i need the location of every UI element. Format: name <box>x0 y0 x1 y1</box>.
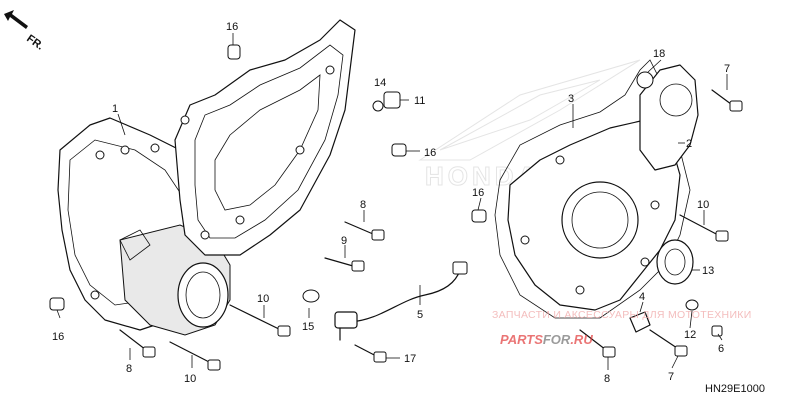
oil-seal <box>656 239 694 285</box>
callout-7: 7 <box>668 371 674 383</box>
callout-11: 11 <box>414 95 425 107</box>
flange-bolt-10-left <box>229 304 291 337</box>
callout-16: 16 <box>226 21 238 33</box>
callout-16: 16 <box>52 331 64 343</box>
dowel-pin-mid <box>391 143 407 157</box>
diagram-code: HN29E1000 <box>705 383 765 395</box>
bolt-17 <box>354 344 387 363</box>
callout-7: 7 <box>724 63 730 75</box>
watermark-line1: ЗАПЧАСТИ И АКСЕССУАРЫ ДЛЯ МОТОТЕХНИКИ <box>492 309 752 321</box>
callout-9: 9 <box>341 235 347 247</box>
callout-14: 14 <box>374 77 386 89</box>
watermark-logo-b: FOR <box>543 332 571 347</box>
flange-bolt-8-right <box>579 329 616 358</box>
callout-10: 10 <box>184 373 196 385</box>
direction-label: FR. <box>24 33 45 53</box>
callout-16: 16 <box>424 147 436 159</box>
callout-12: 12 <box>684 329 696 341</box>
callout-13: 13 <box>702 265 714 277</box>
clutch-cover-gasket <box>174 19 356 256</box>
callout-6: 6 <box>718 343 724 355</box>
wire-clip <box>629 311 651 333</box>
callout-10: 10 <box>257 293 269 305</box>
callout-15: 15 <box>302 321 314 333</box>
callout-16: 16 <box>472 187 484 199</box>
callout-17: 17 <box>404 353 416 365</box>
callout-3: 3 <box>568 93 574 105</box>
flange-bolt-10-right <box>679 214 729 242</box>
callout-5: 5 <box>417 309 423 321</box>
callout-8: 8 <box>360 199 366 211</box>
callout-labels: 1 16 14 11 16 8 9 10 15 5 17 16 8 10 18 … <box>52 21 730 385</box>
callout-8: 8 <box>126 363 132 375</box>
watermark-logo-a: PARTS <box>500 332 543 347</box>
front-direction-arrow: FR. <box>4 10 46 53</box>
callout-8: 8 <box>604 373 610 385</box>
o-ring <box>302 289 320 303</box>
leader-lines <box>56 33 728 370</box>
flange-bolt-7-upper <box>711 89 743 112</box>
oil-check-plug <box>372 91 401 112</box>
callout-2: 2 <box>686 138 692 150</box>
cap-18 <box>636 71 654 89</box>
left-crankcase-cover <box>507 119 681 311</box>
dowel-pin-bottom-left <box>49 297 65 311</box>
flange-bolt-10-lower <box>169 341 221 371</box>
washer-12 <box>685 299 699 311</box>
left-cover-gasket <box>494 59 691 319</box>
callout-10: 10 <box>697 199 709 211</box>
flange-bolt-8-upper <box>344 221 385 241</box>
flange-bolt-9 <box>324 257 365 272</box>
watermark-logo-c: .RU <box>570 332 593 347</box>
flange-bolt-8-lower <box>119 329 156 358</box>
sensor-with-wire <box>334 261 468 341</box>
dowel-pin-right <box>471 209 487 223</box>
callout-18: 18 <box>653 48 665 60</box>
watermark-logo: PARTSFOR.RU <box>500 332 593 347</box>
callout-1: 1 <box>112 103 118 115</box>
flange-bolt-7-lower <box>649 329 688 357</box>
dowel-pin-top <box>227 44 241 60</box>
bolt-6 <box>711 325 723 337</box>
parts-watermark: ЗАПЧАСТИ И АКСЕССУАРЫ ДЛЯ МОТОТЕХНИКИ PA… <box>492 309 752 347</box>
callout-4: 4 <box>639 291 645 303</box>
